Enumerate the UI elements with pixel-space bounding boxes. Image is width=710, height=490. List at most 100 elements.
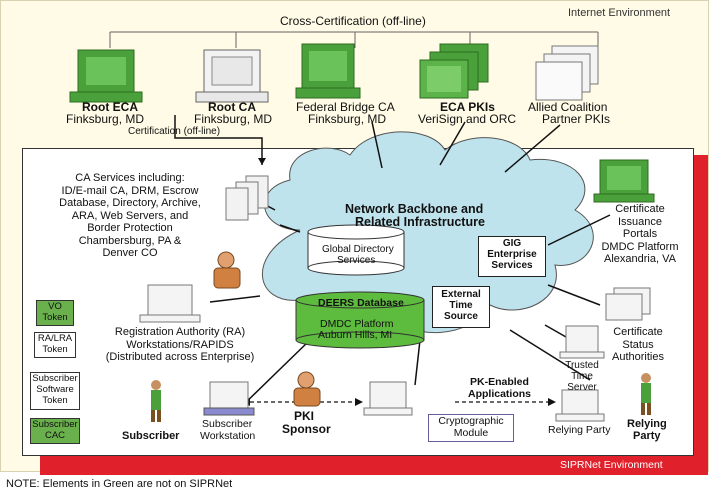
ca-services-line: CA Services including: <box>75 172 185 184</box>
gig-enterprise-services-box: GIG Enterprise Services <box>478 236 546 277</box>
ca-services-line: ID/E-mail CA, DRM, Escrow <box>61 184 199 197</box>
subscriber-workstation-icon <box>203 381 255 416</box>
person-subscriber-icon <box>151 380 161 422</box>
ca-services-line: Border Protection <box>87 222 173 234</box>
ets-line1: External <box>441 289 481 300</box>
relying-party-line2: Party <box>633 430 661 442</box>
subscriber-software-token-box: Subscriber Software Token <box>30 372 80 410</box>
trusted-time-server-text: Trusted Time Server <box>556 360 608 393</box>
sst-line2: Software <box>36 384 74 395</box>
ra-line: Registration Authority (RA) <box>114 326 246 338</box>
subscriber-workstation-line2: Workstation <box>200 430 256 442</box>
allied-title: Allied Coalition <box>528 100 608 114</box>
crypto-line1: Cryptographic <box>438 415 504 427</box>
pki-sponsor-line1: PKI <box>294 409 315 423</box>
deers-database-cylinder <box>295 291 425 349</box>
subscriber-label: Subscriber <box>122 430 180 442</box>
federal-bridge-location: Finksburg, MD <box>308 112 387 126</box>
allied-sub: Partner PKIs <box>542 112 611 126</box>
ets-line2: Time <box>449 300 473 311</box>
cryptographic-module-box: Cryptographic Module <box>428 414 514 442</box>
csa-line: Certificate <box>613 326 663 338</box>
portals-line: Issuance <box>617 215 663 228</box>
ra-lra-token-line2: Token <box>42 344 68 355</box>
computer-root-ca-icon <box>195 49 269 103</box>
gig-line1: GIG <box>502 238 522 249</box>
pki-sponsor-line2: Sponsor <box>282 422 331 436</box>
note-text: NOTE: Elements in Green are not on SIPRN… <box>6 478 233 490</box>
portals-line: Certificate <box>615 203 665 215</box>
csa-line: Authorities <box>612 351 664 363</box>
portal-computer-icon <box>593 159 655 203</box>
ca-services-servers-icon <box>225 175 269 221</box>
person-ca-services-icon <box>213 251 241 289</box>
ca-services-line: Chambersburg, PA & <box>78 234 182 247</box>
gds-label-line2: Services <box>337 255 376 266</box>
sst-line1: Subscriber <box>32 373 78 384</box>
deers-line1: DMDC Platform <box>320 318 394 330</box>
certificate-status-authorities-text: Certificate Status Authorities <box>598 326 678 364</box>
ra-lra-token-line1: RA/LRA <box>37 333 73 344</box>
root-ca-title: Root CA <box>208 100 256 114</box>
ra-lra-token-box: RA/LRA Token <box>34 332 76 358</box>
tts-line: Trusted <box>565 360 599 371</box>
relying-party-workstation-icon <box>555 389 605 422</box>
cross-certification-bracket <box>109 31 599 48</box>
ca-services-line: Denver CO <box>102 247 158 259</box>
internet-environment-label: Internet Environment <box>568 7 671 19</box>
relying-party-workstation-label: Relying Party <box>548 424 611 436</box>
registration-authority-text: Registration Authority (RA) Workstations… <box>80 326 280 364</box>
eca-pkis-sub: VeriSign and ORC <box>418 112 517 126</box>
federal-bridge-title: Federal Bridge CA <box>296 100 395 114</box>
computer-federal-bridge-icon <box>295 43 361 99</box>
vo-token-line1: VO <box>48 301 62 312</box>
tts-line: Time <box>571 371 593 382</box>
root-eca-title: Root ECA <box>82 100 138 114</box>
cross-certification-label: Cross-Certification (off-line) <box>280 14 426 28</box>
ets-line3: Source <box>444 311 478 322</box>
ca-services-text: CA Services including: ID/E-mail CA, DRM… <box>30 172 230 260</box>
computer-root-eca-icon <box>69 49 143 103</box>
portals-line: Alexandria, VA <box>604 253 676 265</box>
cloud-title-line2: Related Infrastructure <box>355 215 485 229</box>
root-ca-location: Finksburg, MD <box>194 112 273 126</box>
tts-line: Server <box>567 382 597 393</box>
ra-line: Workstations/RAPIDS <box>126 338 234 351</box>
relying-party-line1: Relying <box>627 418 667 430</box>
vo-token-box: VO Token <box>36 300 74 326</box>
root-eca-location: Finksburg, MD <box>66 112 145 126</box>
person-relying-party-icon <box>641 373 651 415</box>
trusted-time-server-icon <box>559 325 605 359</box>
vo-token-line2: Token <box>42 312 68 323</box>
gig-line3: Services <box>491 260 533 271</box>
portals-line: DMDC Platform <box>601 240 679 253</box>
subscriber-cac-box: Subscriber CAC <box>30 418 80 444</box>
cloud-title-line1: Network Backbone and <box>345 202 484 216</box>
external-time-source-box: External Time Source <box>432 286 490 328</box>
cac-line2: CAC <box>44 430 66 441</box>
csa-line: Status <box>622 338 654 351</box>
ca-services-line: ARA, Web Servers, and <box>71 209 189 222</box>
subscriber-workstation-line1: Subscriber <box>202 418 253 430</box>
gds-label-line1: Global Directory <box>322 244 394 255</box>
crypto-line2: Module <box>453 427 489 439</box>
pk-enabled-line2: Applications <box>468 388 532 400</box>
csa-servers-icon <box>605 287 651 321</box>
cac-line1: Subscriber <box>32 419 78 430</box>
deers-line2: Auburn Hills, MI <box>318 329 393 341</box>
pk-enabled-line1: PK-Enabled <box>470 376 529 388</box>
portals-line: Portals <box>622 228 658 240</box>
pk-app-workstation-icon <box>363 381 413 416</box>
certification-label: Certification (off-line) <box>128 126 221 137</box>
arrow-head <box>355 398 363 406</box>
global-directory-cylinder <box>307 224 405 276</box>
arrow-head <box>258 158 266 165</box>
ra-line: (Distributed across Enterprise) <box>105 351 255 363</box>
computer-eca-pkis-icon <box>419 43 489 99</box>
computer-allied-icon <box>535 45 599 101</box>
ra-workstation-icon <box>139 284 201 323</box>
ca-services-line: Database, Directory, Archive, <box>59 197 201 209</box>
eca-pkis-title: ECA PKIs <box>440 100 495 114</box>
gig-line2: Enterprise <box>487 249 537 260</box>
